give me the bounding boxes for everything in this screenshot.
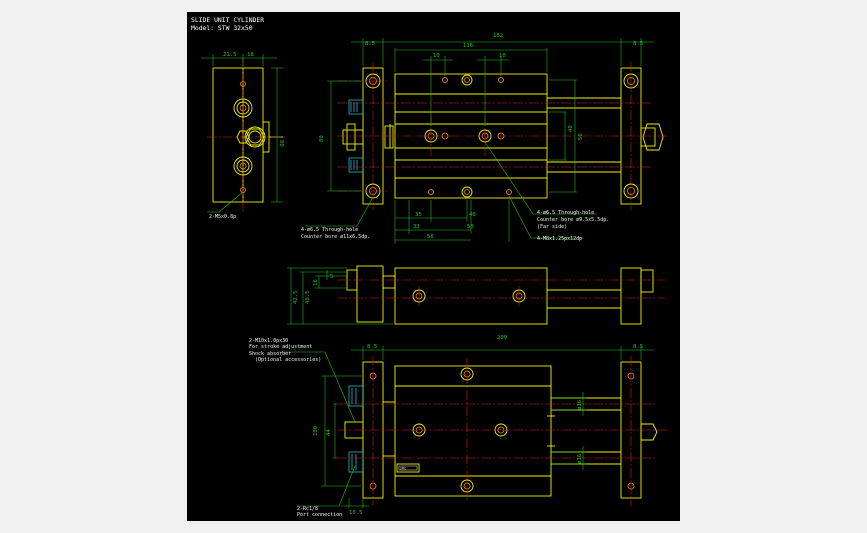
top-dim-56: 56 xyxy=(578,133,584,140)
top-dim-40: 40 xyxy=(568,125,574,132)
bottom-dim-100: 100 xyxy=(313,426,319,436)
top-dim-50: 50 xyxy=(467,224,474,230)
bottom-note-5: 2-Rc1/8 xyxy=(297,506,318,512)
side-dim-16: 16 xyxy=(313,279,319,286)
bottom-dim-44: 44 xyxy=(326,429,332,436)
top-view xyxy=(305,38,667,244)
bottom-dim-rod-bottom: ø16 xyxy=(577,454,583,464)
bottom-dim-10-5: 10.5 xyxy=(349,510,362,516)
bottom-note-1: 2-M10x1.0px30 xyxy=(249,338,288,344)
end-dim-18: 18 xyxy=(247,52,254,58)
top-dim-10-left: 10 xyxy=(433,53,440,59)
top-dim-40b: 40 xyxy=(469,212,476,218)
side-dim-5: 5 xyxy=(330,274,333,280)
top-note-1: 4-ø6.5 Through-hole xyxy=(301,227,358,233)
drawing-sheet: .y { stroke:#f0f000; fill:none; stroke-w… xyxy=(187,12,680,521)
bottom-plate-label: SMC xyxy=(400,467,406,471)
bottom-note-3: Shock absorber xyxy=(249,351,291,357)
top-dim-10-right: 10 xyxy=(499,53,506,59)
top-dim-80: 80 xyxy=(319,135,325,142)
end-dim-80: 80 xyxy=(278,140,284,147)
end-view xyxy=(201,54,287,213)
side-dim-40-5: 40.5 xyxy=(305,291,311,304)
drawing-title: SLIDE UNIT CYLINDER xyxy=(191,16,264,24)
top-dim-56b: 56 xyxy=(427,234,434,240)
top-note-2: Counter bore ø11x6.5dp. xyxy=(301,234,370,240)
top-dim-35: 35 xyxy=(415,212,422,218)
bottom-note-4: (Optional accessories) xyxy=(255,357,321,363)
top-note-5: (Far side) xyxy=(537,224,567,230)
top-dim-182: 182 xyxy=(493,33,503,39)
bottom-dim-8-5-right: 8.5 xyxy=(633,344,643,350)
top-dim-116: 116 xyxy=(463,43,473,49)
bottom-note-6: Port connection xyxy=(297,512,342,518)
side-view xyxy=(287,265,665,325)
model-label: Model: STW 32x50 xyxy=(191,24,253,32)
top-dim-8-5-left: 8.5 xyxy=(365,41,375,47)
bottom-dim-rod-top: ø16 xyxy=(577,400,583,410)
top-note-6: 4-M8x1.25px12dp xyxy=(537,236,582,242)
cad-drawing: .y { stroke:#f0f000; fill:none; stroke-w… xyxy=(191,16,667,518)
side-dim-42-5: 42.5 xyxy=(293,291,299,304)
top-dim-33: 33 xyxy=(413,224,420,230)
top-dim-8-5-right: 8.5 xyxy=(633,41,643,47)
bottom-dim-8-5-left: 8.5 xyxy=(367,344,377,350)
top-note-4: Counter bore ø9.5x5.5dp. xyxy=(537,217,609,223)
top-note-3: 4-ø6.5 Through-hole xyxy=(537,210,594,216)
bottom-view xyxy=(277,346,667,508)
bottom-note-2: For stroke adjustment xyxy=(249,344,312,350)
end-dim-21-5: 21.5 xyxy=(223,52,236,58)
bottom-dim-209: 209 xyxy=(497,335,507,341)
end-port-callout: 2-M5x0.8p xyxy=(209,214,236,220)
